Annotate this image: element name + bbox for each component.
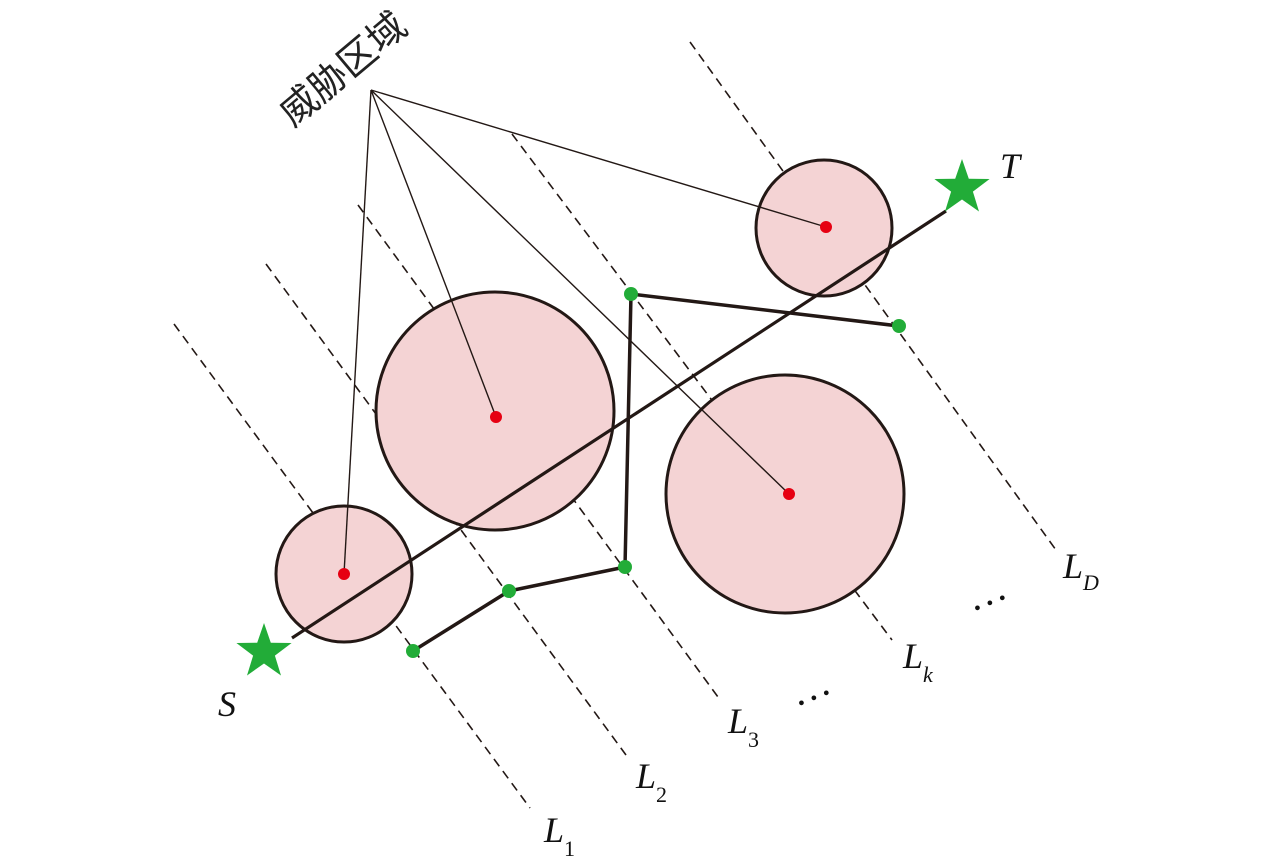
leader-line-2	[370, 89, 497, 418]
path-node-5	[892, 319, 906, 333]
threat-center-2	[490, 411, 502, 423]
leader-line-4	[370, 89, 827, 228]
start-label: S	[218, 684, 236, 724]
path-node-3	[618, 560, 632, 574]
layer-label-d-main: L	[1062, 546, 1083, 586]
layer-label-2: L2	[635, 756, 667, 807]
target-label: T	[1000, 146, 1023, 186]
threat-circles	[274, 158, 906, 644]
threat-center-4	[820, 221, 832, 233]
layer-lines	[173, 41, 1057, 809]
threat-centers	[338, 221, 832, 580]
leader-line-1	[343, 89, 372, 575]
layer-label-2-sub: 2	[656, 782, 667, 807]
ellipsis-upper: …	[959, 564, 1013, 621]
direct-path-line	[291, 209, 947, 640]
ellipsis-lower: …	[783, 659, 837, 716]
threat-center-1	[338, 568, 350, 580]
path-node-4	[624, 287, 638, 301]
layer-label-1-sub: 1	[564, 836, 575, 861]
layer-label-3-main: L	[727, 701, 748, 741]
layer-label-k-main: L	[902, 636, 923, 676]
target-star-icon	[934, 159, 990, 212]
path-nodes	[406, 287, 906, 658]
layer-label-2-main: L	[635, 756, 656, 796]
threat-center-3	[783, 488, 795, 500]
start-star-icon	[236, 623, 292, 676]
path-node-2	[502, 584, 516, 598]
layer-label-k-sub: k	[923, 662, 934, 687]
layer-label-1: L1	[543, 810, 575, 861]
leader-line-3	[370, 89, 790, 495]
layer-label-3: L3	[727, 701, 759, 752]
layer-label-3-sub: 3	[748, 727, 759, 752]
threat-region-label: 威胁区域	[271, 3, 416, 134]
threat-leader-lines	[343, 89, 827, 575]
layer-label-d-sub: D	[1082, 570, 1099, 595]
threat-circle-2	[374, 290, 616, 532]
layer-label-k: Lk	[902, 636, 934, 687]
layer-label-1-main: L	[543, 810, 564, 850]
path-node-1	[406, 644, 420, 658]
layer-label-d: LD	[1062, 546, 1099, 595]
